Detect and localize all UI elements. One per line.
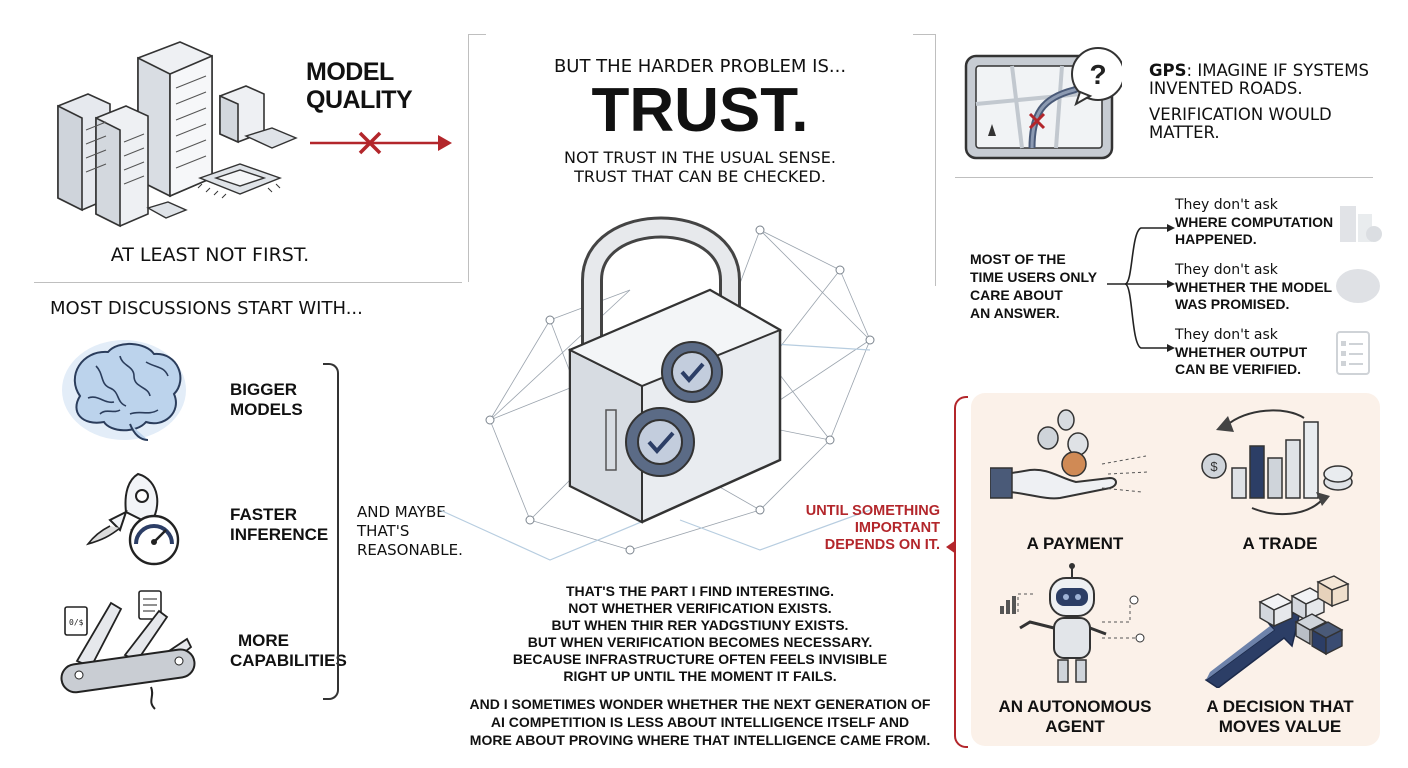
model-quality-line2: QUALITY <box>306 86 413 114</box>
branch-arrows <box>1105 220 1175 360</box>
branch-3: They don't ask WHETHER OUTPUT CAN BE VER… <box>1175 327 1307 378</box>
red-bracket <box>954 396 968 748</box>
more-capabilities-line2: CAPABILITIES <box>230 651 347 670</box>
center-left-divider <box>468 34 469 282</box>
center-closing-line2: AI COMPETITION IS LESS ABOUT INTELLIGENC… <box>490 714 910 730</box>
gps-text: GPS: IMAGINE IF SYSTEMS INVENTED ROADS. … <box>1149 62 1369 142</box>
branch-2: They don't ask WHETHER THE MODEL WAS PRO… <box>1175 262 1332 313</box>
branch-1-line2: HAPPENED. <box>1175 231 1257 247</box>
rocket-speedometer-icon <box>80 468 190 568</box>
trust-headline: TRUST. <box>591 76 809 145</box>
bigger-models-line1: BIGGER <box>230 380 298 399</box>
bigger-models-line2: MODELS <box>230 400 303 419</box>
decision-label: A DECISION THAT MOVES VALUE <box>1190 697 1370 737</box>
branch-1-lead: They don't ask <box>1175 197 1278 213</box>
trade-chart-icon: $ <box>1196 400 1368 522</box>
brain-faded-icon <box>1334 266 1382 306</box>
branch-1-line1: WHERE COMPUTATION <box>1175 214 1334 230</box>
center-body-line1: THAT'S THE PART I FIND INTERESTING. <box>565 583 835 599</box>
checklist-faded-icon <box>1333 328 1373 378</box>
until-text: UNTIL SOMETHING IMPORTANT DEPENDS ON IT. <box>790 503 940 554</box>
users-line2: TIME USERS ONLY <box>970 269 1098 285</box>
gps-device-icon: ? <box>962 44 1122 164</box>
svg-text:$: $ <box>1210 459 1218 474</box>
left-brace <box>323 363 339 700</box>
center-body-line2: NOT WHETHER VERIFICATION EXISTS. <box>568 600 832 616</box>
maybe-line1: AND MAYBE <box>357 503 446 521</box>
verify-line1: VERIFICATION WOULD <box>1149 105 1332 124</box>
item-bigger-models: BIGGER MODELS <box>230 380 303 420</box>
model-quality-title: MODEL QUALITY <box>306 58 416 114</box>
faster-inference-line1: FASTER <box>230 505 298 524</box>
server-rack-icon <box>50 38 300 228</box>
right-divider <box>955 177 1373 178</box>
maybe-reasonable: AND MAYBE THAT'S REASONABLE. <box>357 503 463 560</box>
decision-label-line2: MOVES VALUE <box>1218 717 1342 736</box>
gps-line1: GPS: IMAGINE IF SYSTEMS <box>1149 62 1369 80</box>
branch-1: They don't ask WHERE COMPUTATION HAPPENE… <box>1175 197 1333 248</box>
until-line3: DEPENDS ON IT. <box>824 537 940 553</box>
trust-subtitle-line1: NOT TRUST IN THE USUAL SENSE. <box>564 148 836 167</box>
branch-2-line2: WAS PROMISED. <box>1175 296 1290 312</box>
bracket-notch <box>946 540 958 554</box>
decision-arrow-cubes-icon <box>1200 572 1360 688</box>
svg-text:0/$: 0/$ <box>69 618 84 627</box>
trust-subtitle-line2: TRUST THAT CAN BE CHECKED. <box>574 167 826 186</box>
more-capabilities-line1: MORE <box>238 631 289 650</box>
at-least-not-first: AT LEAST NOT FIRST. <box>110 244 310 266</box>
center-body-line4: BUT WHEN VERIFICATION BECOMES NECESSARY. <box>527 634 873 650</box>
users-text: MOST OF THE TIME USERS ONLY CARE ABOUT A… <box>970 250 1097 322</box>
padlock-network-icon <box>430 190 900 580</box>
agent-label: AN AUTONOMOUS AGENT <box>985 697 1165 737</box>
center-right-divider-top <box>913 34 935 35</box>
trade-label: A TRADE <box>1242 534 1318 553</box>
verify-line2: MATTER. <box>1149 123 1220 142</box>
gps-line2: INVENTED ROADS. <box>1149 79 1303 98</box>
center-body-line5: BECAUSE INFRASTRUCTURE OFTEN FEELS INVIS… <box>512 651 888 667</box>
center-body-line3: BUT WHEN THIR RER YADGSTIUNY EXISTS. <box>551 617 849 633</box>
branch-3-line2: CAN BE VERIFIED. <box>1175 361 1302 377</box>
robot-agent-icon <box>990 562 1160 692</box>
center-body-line6: RIGHT UP UNTIL THE MOMENT IT FAILS. <box>563 668 837 684</box>
svg-text:?: ? <box>1089 59 1106 90</box>
brain-icon <box>60 336 190 446</box>
multitool-icon: 0/$ <box>55 585 200 715</box>
item-faster-inference: FASTER INFERENCE <box>230 505 328 545</box>
harder-problem-lead: BUT THE HARDER PROBLEM IS... <box>553 56 847 77</box>
until-line2: IMPORTANT <box>854 520 940 536</box>
center-closing-text: AND I SOMETIMES WONDER WHETHER THE NEXT … <box>460 695 940 749</box>
faster-inference-line2: INFERENCE <box>230 525 329 544</box>
item-more-capabilities: MORE CAPABILITIES <box>230 631 347 671</box>
maybe-line3: REASONABLE. <box>357 541 463 559</box>
trust-subtitle: NOT TRUST IN THE USUAL SENSE. TRUST THAT… <box>490 148 910 186</box>
server-faded-icon <box>1336 200 1384 248</box>
payment-hand-icon <box>990 398 1150 520</box>
gps-text-line1: : IMAGINE IF SYSTEMS <box>1186 61 1369 80</box>
gps-label: GPS <box>1149 61 1187 80</box>
users-line4: AN ANSWER. <box>970 305 1060 321</box>
payment-label: A PAYMENT <box>1026 534 1124 553</box>
agent-label-line2: AGENT <box>1045 717 1105 736</box>
decision-label-line1: A DECISION THAT <box>1206 697 1354 716</box>
branch-2-line1: WHETHER THE MODEL <box>1175 279 1333 295</box>
until-line1: UNTIL SOMETHING <box>805 503 940 519</box>
users-line1: MOST OF THE <box>970 251 1066 267</box>
branch-3-lead: They don't ask <box>1175 327 1278 343</box>
maybe-line2: THAT'S <box>357 522 410 540</box>
center-left-divider-top <box>468 34 486 35</box>
left-divider <box>34 282 462 283</box>
agent-label-line1: AN AUTONOMOUS <box>998 697 1152 716</box>
center-closing-line1: AND I SOMETIMES WONDER WHETHER THE NEXT … <box>469 696 931 712</box>
branch-2-lead: They don't ask <box>1175 262 1278 278</box>
discussions-intro: MOST DISCUSSIONS START WITH... <box>50 298 363 319</box>
center-right-divider <box>935 34 936 286</box>
center-closing-line3: MORE ABOUT PROVING WHERE THAT INTELLIGEN… <box>469 732 931 748</box>
branch-3-line1: WHETHER OUTPUT <box>1175 344 1308 360</box>
crossed-arrow-icon <box>310 128 455 158</box>
model-quality-line1: MODEL <box>306 58 394 86</box>
center-body-text: THAT'S THE PART I FIND INTERESTING. NOT … <box>480 583 920 685</box>
users-line3: CARE ABOUT <box>970 287 1063 303</box>
